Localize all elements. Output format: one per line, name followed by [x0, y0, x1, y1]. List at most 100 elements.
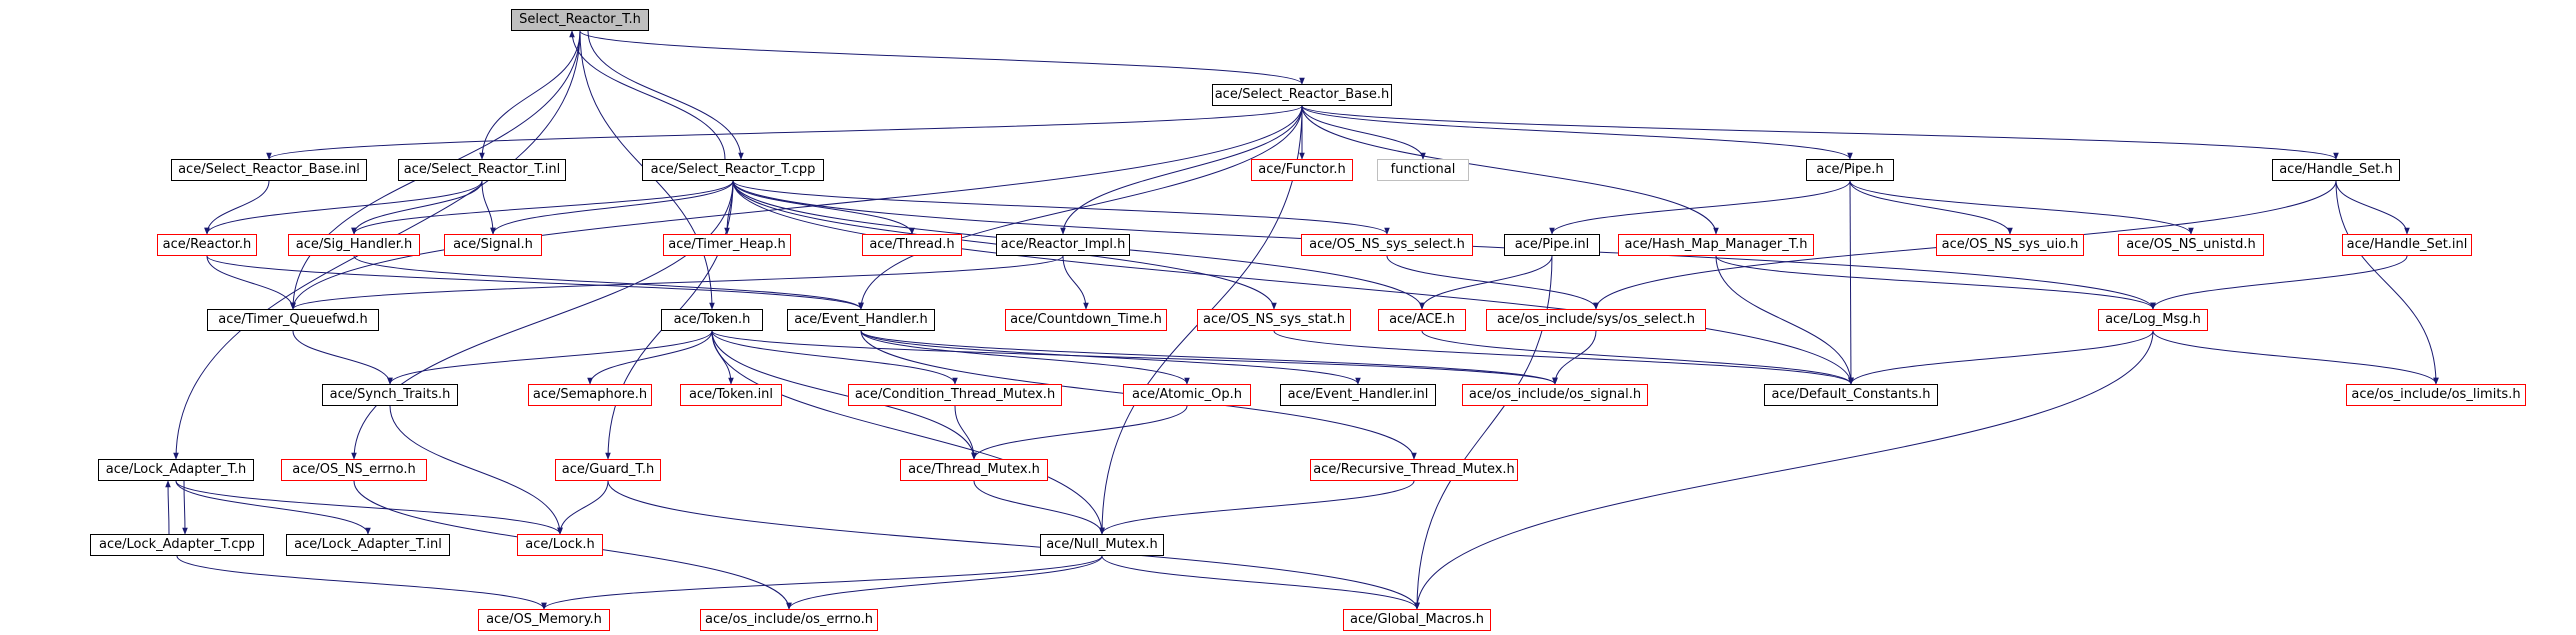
node-select-reactor-base-h[interactable]: ace/Select_Reactor_Base.h — [1212, 84, 1392, 106]
edge-srb-to-srbinl — [266, 105, 1303, 160]
node-guard-t-h[interactable]: ace/Guard_T.h — [555, 459, 661, 481]
node-hash-map-manager-t-h[interactable]: ace/Hash_Map_Manager_T.h — [1618, 234, 1814, 256]
node-select-reactor-t-h: Select_Reactor_T.h — [511, 9, 649, 31]
edge-root-to-srtinl — [479, 30, 581, 160]
node-event-handler-inl[interactable]: ace/Event_Handler.inl — [1280, 384, 1436, 406]
edge-evhandler-to-ossignal — [860, 330, 1558, 385]
node-recursive-thread-mutex-h[interactable]: ace/Recursive_Thread_Mutex.h — [1310, 459, 1518, 481]
node-sig-handler-h[interactable]: ace/Sig_Handler.h — [288, 234, 420, 256]
node-timer-heap-h[interactable]: ace/Timer_Heap.h — [663, 234, 791, 256]
node-handle-set-inl[interactable]: ace/Handle_Set.inl — [2342, 234, 2472, 256]
node-select-reactor-base-inl[interactable]: ace/Select_Reactor_Base.inl — [171, 159, 367, 181]
edge-evhandler-to-evhinl — [860, 330, 1361, 385]
node-os-ns-sys-select-h[interactable]: ace/OS_NS_sys_select.h — [1301, 234, 1473, 256]
node-atomic-op-h[interactable]: ace/Atomic_Op.h — [1123, 384, 1251, 406]
node-lock-adapter-t-inl[interactable]: ace/Lock_Adapter_T.inl — [286, 534, 450, 556]
edge-guard-to-lock — [557, 480, 609, 535]
edge-srb-to-hset — [1301, 105, 2339, 160]
edge-token-to-sema — [587, 330, 713, 385]
node-event-handler-h[interactable]: ace/Event_Handler.h — [787, 309, 935, 331]
edge-root-to-srtcpp — [587, 30, 744, 160]
edge-synch-to-lock — [389, 405, 563, 535]
node-os-select-h[interactable]: ace/os_include/sys/os_select.h — [1486, 309, 1706, 331]
node-os-ns-unistd-h[interactable]: ace/OS_NS_unistd.h — [2118, 234, 2264, 256]
edges — [165, 30, 2439, 610]
node-os-ns-errno-h[interactable]: ace/OS_NS_errno.h — [281, 459, 427, 481]
edge-token-to-ossignal — [711, 330, 1558, 385]
edge-atomic-to-tmutex — [971, 405, 1188, 460]
edge-tqfwd-to-synch — [292, 330, 393, 385]
edge-srtinl-to-sighandler — [351, 180, 483, 235]
edge-hsetinl-to-logmsg — [2150, 255, 2408, 310]
edge-reactorimpl-to-countdown — [1062, 255, 1089, 310]
edge-sighandler-to-evhandler — [353, 255, 864, 310]
node-log-msg-h[interactable]: ace/Log_Msg.h — [2098, 309, 2208, 331]
node-thread-h[interactable]: ace/Thread.h — [862, 234, 962, 256]
node-os-memory-h[interactable]: ace/OS_Memory.h — [478, 609, 610, 631]
edge-rtmutex-to-nullmutex — [1099, 480, 1415, 535]
node-os-limits-h[interactable]: ace/os_include/os_limits.h — [2346, 384, 2526, 406]
node-functional: functional — [1377, 159, 1469, 181]
edge-hset-to-hsetinl — [2335, 180, 2410, 235]
node-global-macros-h[interactable]: ace/Global_Macros.h — [1343, 609, 1491, 631]
edge-srb-to-hmm — [1301, 105, 1719, 235]
node-select-reactor-t-inl[interactable]: ace/Select_Reactor_T.inl — [398, 159, 566, 181]
node-os-ns-sys-uio-h[interactable]: ace/OS_NS_sys_uio.h — [1936, 234, 2084, 256]
node-null-mutex-h[interactable]: ace/Null_Mutex.h — [1040, 534, 1164, 556]
node-signal-h[interactable]: ace/Signal.h — [444, 234, 542, 256]
node-ace-h[interactable]: ace/ACE.h — [1378, 309, 1466, 331]
edge-srtcpp-to-signal — [490, 180, 734, 235]
node-os-errno-h[interactable]: ace/os_include/os_errno.h — [700, 609, 878, 631]
node-functor-h[interactable]: ace/Functor.h — [1251, 159, 1353, 181]
node-os-ns-sys-stat-h[interactable]: ace/OS_NS_sys_stat.h — [1197, 309, 1351, 331]
edge-evhandler-to-atomic — [860, 330, 1190, 385]
node-os-signal-h[interactable]: ace/os_include/os_signal.h — [1462, 384, 1648, 406]
edge-srtcpp-to-osnssel — [732, 180, 1390, 235]
edge-srb-to-tqfwd — [290, 105, 1303, 310]
node-reactor-impl-h[interactable]: ace/Reactor_Impl.h — [996, 234, 1130, 256]
edge-osselect-to-ossignal — [1552, 330, 1597, 385]
edge-pipe-to-osuio — [1849, 180, 2013, 235]
edge-nullmutex-to-oserrno — [786, 555, 1103, 610]
node-semaphore-h[interactable]: ace/Semaphore.h — [528, 384, 652, 406]
node-thread-mutex-h[interactable]: ace/Thread_Mutex.h — [900, 459, 1048, 481]
edge-latcpp-to-osmem — [176, 555, 547, 610]
edge-pipe-to-osunistd — [1849, 180, 2194, 235]
edge-lat-to-latcpp — [182, 480, 188, 535]
node-default-constants-h[interactable]: ace/Default_Constants.h — [1764, 384, 1938, 406]
edge-srb-to-pipe — [1301, 105, 1853, 160]
node-handle-set-h[interactable]: ace/Handle_Set.h — [2272, 159, 2400, 181]
node-lock-adapter-t-cpp[interactable]: ace/Lock_Adapter_T.cpp — [90, 534, 264, 556]
edge-reactor-to-tqfwd — [206, 255, 296, 310]
edge-hset-to-oslimits — [2335, 180, 2439, 385]
edge-srb-to-reactorimpl — [1060, 105, 1303, 235]
edge-token-to-synch — [387, 330, 713, 385]
edge-token-to-ctm — [711, 330, 958, 385]
edge-hmm-to-logmsg — [1715, 255, 2156, 310]
node-token-inl[interactable]: ace/Token.inl — [680, 384, 782, 406]
edge-srtinl-to-reactor — [204, 180, 483, 235]
edge-srbinl-to-reactor — [204, 180, 270, 235]
node-pipe-inl[interactable]: ace/Pipe.inl — [1504, 234, 1600, 256]
edge-logmsg-to-globmac — [1414, 330, 2154, 610]
edge-srtcpp-to-sighandler — [351, 180, 734, 235]
node-lock-h[interactable]: ace/Lock.h — [517, 534, 603, 556]
edge-guard-to-globmac — [607, 480, 1420, 610]
node-pipe-h[interactable]: ace/Pipe.h — [1806, 159, 1894, 181]
edge-token-to-nullmutex — [711, 330, 1105, 535]
node-select-reactor-t-cpp[interactable]: ace/Select_Reactor_T.cpp — [642, 159, 824, 181]
node-timer-queuefwd-h[interactable]: ace/Timer_Queuefwd.h — [207, 309, 379, 331]
edge-reactor-to-evhandler — [206, 255, 864, 310]
node-reactor-h[interactable]: ace/Reactor.h — [157, 234, 257, 256]
node-token-h[interactable]: ace/Token.h — [661, 309, 763, 331]
edge-lat-to-lock — [175, 480, 563, 535]
node-condition-thread-mutex-h[interactable]: ace/Condition_Thread_Mutex.h — [848, 384, 1062, 406]
edge-srtcpp-to-defconst — [732, 180, 1854, 385]
node-countdown-time-h[interactable]: ace/Countdown_Time.h — [1005, 309, 1167, 331]
edge-pipeinl-to-ace — [1419, 255, 1553, 310]
node-lock-adapter-t-h[interactable]: ace/Lock_Adapter_T.h — [98, 459, 254, 481]
edge-nullmutex-to-osmem — [541, 555, 1103, 610]
edge-srb-to-evhandler — [858, 105, 1303, 310]
node-synch-traits-h[interactable]: ace/Synch_Traits.h — [322, 384, 458, 406]
